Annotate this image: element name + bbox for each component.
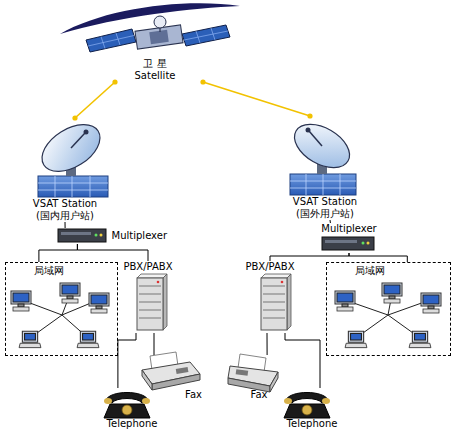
telephone-icon xyxy=(104,393,150,419)
fax-icon xyxy=(228,354,278,392)
node-label: Fax xyxy=(185,389,202,401)
pbx-node: PBX/PABX xyxy=(118,261,178,333)
fax-node: Fax xyxy=(228,355,290,401)
node-label: (国外用户站) xyxy=(296,208,354,220)
multiplexer: Multiplexer xyxy=(318,223,380,253)
node-label: 局域网 xyxy=(34,265,64,277)
node-label: VSAT Station xyxy=(33,198,97,210)
node-label: Multiplexer xyxy=(112,230,167,242)
endpoint-dot xyxy=(112,79,117,84)
endpoint-dot xyxy=(200,79,205,84)
connector-line xyxy=(330,220,331,223)
connector-line xyxy=(285,333,320,388)
dish-icon xyxy=(34,115,108,197)
node-label: PBX/PABX xyxy=(123,261,172,273)
connector-line xyxy=(349,253,407,262)
connector-line xyxy=(118,333,136,388)
node-label: VSAT Station xyxy=(293,196,357,208)
lan-group: 局域网 xyxy=(326,262,451,356)
node-label: Satellite xyxy=(135,70,176,82)
telephone-icon xyxy=(284,393,330,419)
connector-line xyxy=(154,333,155,355)
telephone-node: Telephone xyxy=(100,388,164,430)
multiplexer-icon xyxy=(322,237,374,250)
connector-line xyxy=(75,82,115,118)
vsat-station: VSAT Station(国外用户站) xyxy=(275,116,375,220)
connector-line xyxy=(267,333,268,355)
node-label: Telephone xyxy=(287,418,338,430)
fax-node: Fax xyxy=(140,355,202,401)
lan-computers xyxy=(11,283,109,348)
vsat-station: VSAT Station(国内用户站) xyxy=(15,118,115,222)
endpoint-dot xyxy=(72,115,77,120)
node-label: PBX/PABX xyxy=(245,261,294,273)
pbx-cabinet xyxy=(137,274,167,330)
node-label: 卫 星 xyxy=(143,58,166,70)
satellite-node: 卫 星Satellite xyxy=(75,2,235,82)
connector-line xyxy=(270,253,349,261)
pbx-cabinet xyxy=(261,274,291,330)
pbx-node: PBX/PABX xyxy=(240,261,300,333)
multiplexer-icon xyxy=(58,229,106,242)
satellite-icon xyxy=(60,3,240,52)
endpoint-dot xyxy=(307,113,312,118)
connector-line xyxy=(39,244,78,262)
dish-icon xyxy=(287,115,357,195)
fax-icon xyxy=(142,352,200,390)
multiplexer: Multiplexer xyxy=(55,228,167,244)
node-label: Telephone xyxy=(107,418,158,430)
node-label: Multiplexer xyxy=(321,223,376,235)
telephone-node: Telephone xyxy=(280,388,344,430)
node-label: (国内用户站) xyxy=(36,210,94,222)
lan-group: 局域网 xyxy=(5,262,118,356)
connector-line xyxy=(65,222,66,228)
node-label: 局域网 xyxy=(355,265,385,277)
connector-line xyxy=(203,82,310,116)
connector-line xyxy=(77,244,148,261)
node-label: Fax xyxy=(251,389,268,401)
lan-computers xyxy=(335,283,441,348)
